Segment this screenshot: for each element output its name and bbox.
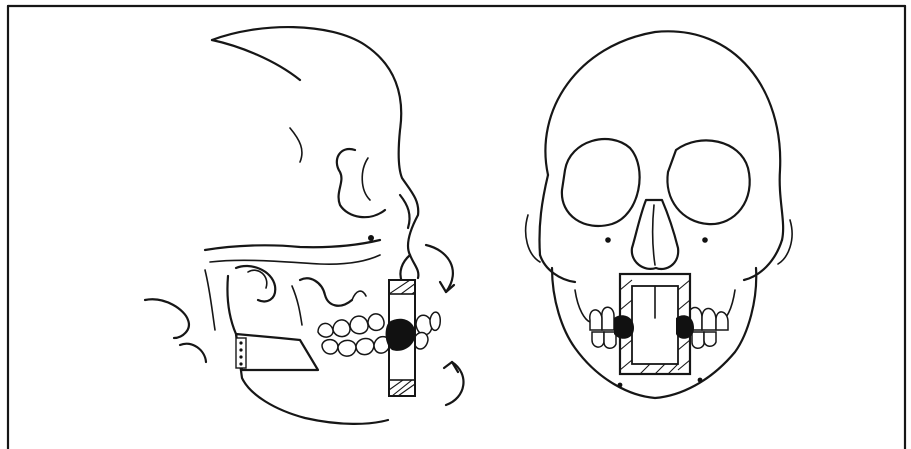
orbit-lateral: [337, 149, 385, 217]
nasal-bone: [400, 195, 410, 228]
infraorbital-foramen-left: [605, 237, 611, 243]
frontal-cranium: [545, 31, 783, 240]
osteotomy-segment: [236, 334, 318, 370]
frontal-skull-drawing: [526, 31, 792, 398]
coronoid: [352, 291, 366, 300]
rotation-arrow-lower: [444, 362, 463, 405]
lateral-skull-drawing: [145, 27, 463, 424]
temporal-left: [526, 215, 540, 262]
appliance-splint-icon: [386, 280, 420, 396]
cranial-base: [210, 255, 380, 264]
appliance-frame-icon: [614, 274, 694, 374]
zygomatic-arch: [205, 240, 380, 250]
occipital-outline: [212, 40, 300, 80]
infraorbital-foramen: [368, 235, 374, 241]
cranium-outline: [212, 27, 418, 278]
orbit-inner: [362, 158, 370, 200]
mental-foramen-left: [618, 383, 623, 388]
mandible-inner-left: [575, 290, 590, 322]
ear-canal: [248, 270, 267, 288]
infraorbital-foramen-right: [702, 237, 708, 243]
frontal-cranium-left: [539, 175, 548, 255]
styloid-process: [292, 286, 302, 325]
cervical-outline: [145, 299, 189, 338]
nasal-aperture: [632, 200, 678, 269]
rotation-arrow-upper: [426, 245, 454, 292]
nasal-septum: [653, 205, 655, 265]
cervical-outline-2: [180, 344, 206, 362]
maxilla-front: [400, 255, 410, 282]
mastoid-process: [236, 266, 275, 301]
zygoma-left: [540, 255, 575, 282]
figure-border: [8, 6, 905, 449]
temporal-right: [778, 220, 792, 264]
zygoma-right: [744, 240, 782, 280]
mandible-notch: [300, 278, 352, 305]
orbit-right: [667, 140, 749, 224]
neck-line: [205, 270, 215, 330]
temporal-line: [290, 128, 302, 162]
orbit-left: [562, 139, 640, 226]
mental-foramen-right: [698, 378, 703, 383]
